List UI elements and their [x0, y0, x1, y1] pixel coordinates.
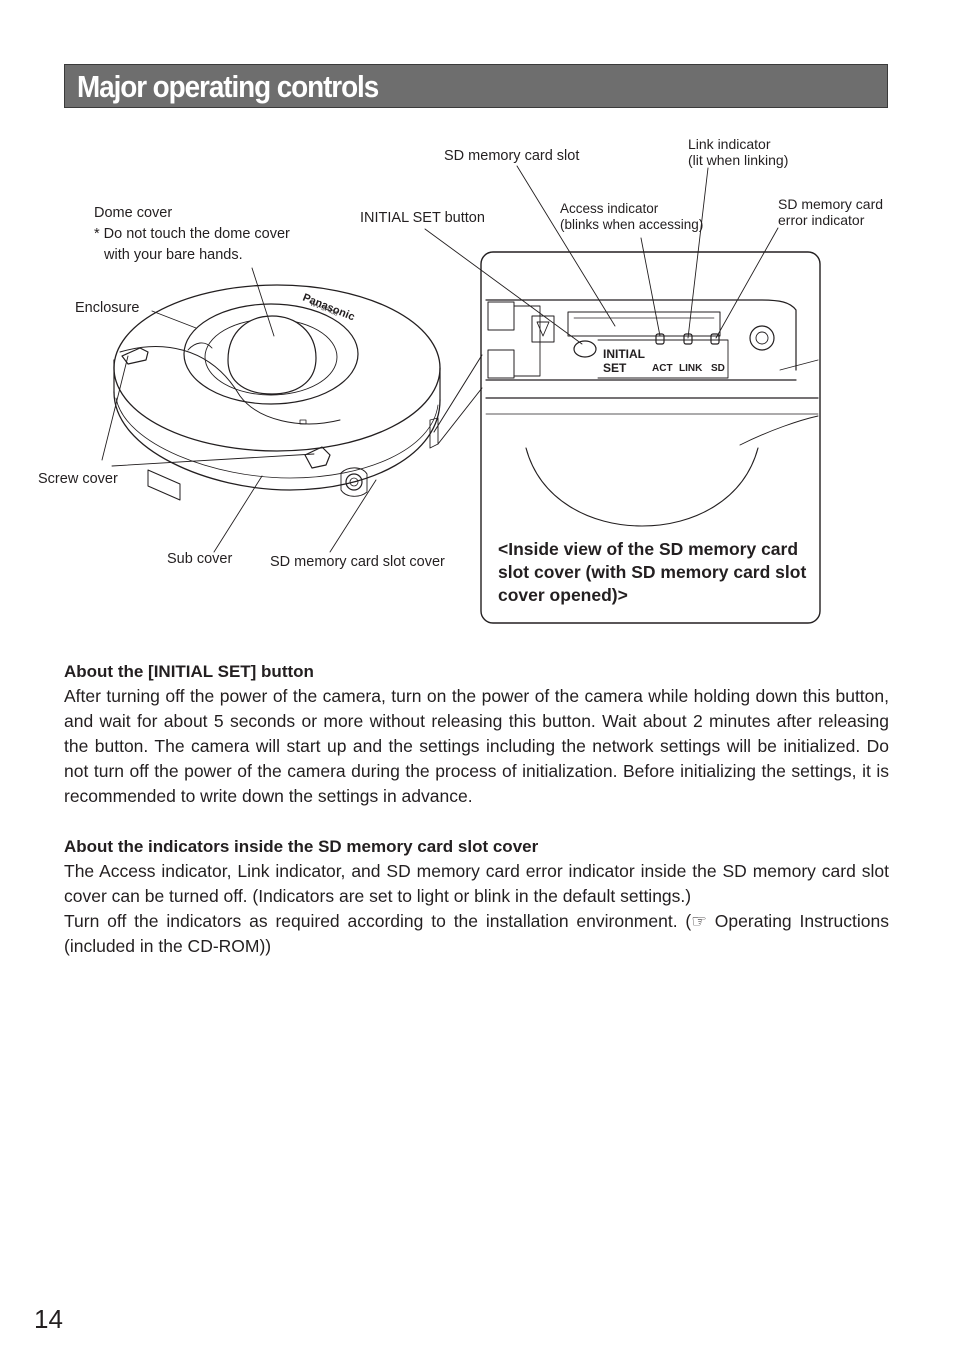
camera-illustration	[113, 284, 441, 501]
panel-set-text: SET	[603, 361, 627, 375]
panel-link-text: LINK	[679, 363, 703, 374]
panel-sd-text: SD	[711, 363, 725, 374]
label-dome-cover-note-2: with your bare hands.	[104, 247, 243, 263]
camera-diagram: Panasonic WV-SF438 INI	[101, 165, 821, 624]
label-screw-cover: Screw cover	[38, 471, 118, 487]
label-sd-error-indicator: SD memory card	[778, 196, 884, 212]
label-access-indicator-note: (blinks when accessing)	[560, 217, 704, 232]
section-title-bar: Major operating controls	[64, 64, 888, 108]
label-initial-set-button: INITIAL SET button	[360, 210, 485, 226]
inside-view-panel	[480, 251, 821, 624]
label-dome-cover-note-1: * Do not touch the dome cover	[94, 226, 290, 242]
page-number: 14	[34, 1304, 63, 1334]
label-sd-slot-cover: SD memory card slot cover	[270, 554, 445, 570]
label-enclosure: Enclosure	[75, 300, 140, 316]
page-title: Major operating controls	[77, 69, 379, 104]
paragraph-initial-set: After turning off the power of the camer…	[64, 686, 889, 806]
panel-act-text: ACT	[652, 363, 673, 374]
label-sd-card-slot: SD memory card slot	[444, 148, 580, 164]
label-sub-cover: Sub cover	[167, 551, 233, 567]
inside-view-caption: <Inside view of the SD memory card slot …	[498, 539, 807, 605]
label-link-indicator: Link indicator	[688, 136, 771, 152]
label-access-indicator: Access indicator	[560, 201, 659, 216]
label-link-indicator-note: (lit when linking)	[688, 152, 789, 168]
paragraph-indicators-2: Turn off the indicators as required acco…	[64, 911, 889, 956]
label-sd-error-indicator-2: error indicator	[778, 212, 865, 228]
section-heading-indicators: About the indicators inside the SD memor…	[64, 837, 539, 856]
label-dome-cover: Dome cover	[94, 205, 173, 221]
paragraph-indicators-1: The Access indicator, Link indicator, an…	[64, 861, 889, 906]
section-heading-initial-set: About the [INITIAL SET] button	[64, 662, 314, 681]
leader-lines	[101, 165, 779, 553]
panel-initial-text: INITIAL	[603, 347, 645, 361]
